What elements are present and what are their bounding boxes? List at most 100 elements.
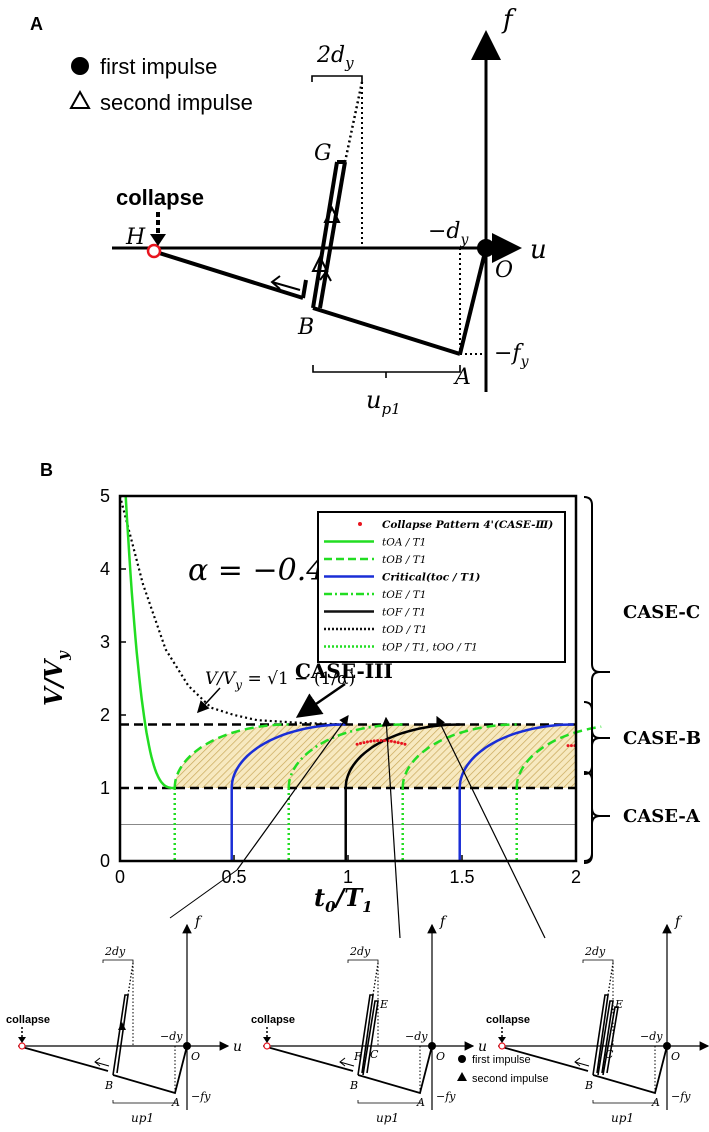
inset-unload-loop (597, 1000, 614, 1076)
legend-box (317, 511, 566, 663)
collapse-pattern-dot (362, 741, 366, 745)
inset-collapse-label: collapse (486, 1014, 530, 1026)
x-axis-label: t0/T1 (314, 883, 373, 916)
inset-unload-loop (112, 994, 129, 1076)
inset-neg-fy-label: −fy (671, 1090, 691, 1103)
collapse-pattern-dot (569, 744, 573, 748)
unloading-branch-bg (311, 161, 339, 309)
inset-direction-arrow (574, 1057, 590, 1067)
series-tob-arc-2 (401, 723, 517, 789)
collapse-pattern-dot (369, 739, 373, 743)
inset-2dy-bracket (102, 959, 134, 963)
collapse-pattern-dot (359, 741, 362, 745)
inset-collapse-head (263, 1037, 271, 1043)
pointer-left (236, 715, 349, 871)
inset-bh-path (501, 1046, 589, 1072)
inset-unload-loop (357, 994, 374, 1076)
label-up1: up1 (366, 386, 401, 418)
inset-2dy-label: 2dy (104, 945, 126, 958)
inset-dotted-extension (607, 962, 614, 996)
collapse-pattern-dot (403, 742, 407, 746)
y-tick-label: 2 (100, 705, 110, 725)
inset-oab-path (112, 1045, 188, 1095)
legend-label-0: Collapse Pattern 4'(CASE-Ⅲ) (382, 519, 553, 531)
legend-label-5: tOF / T1 (382, 607, 426, 619)
inset-f-point-label: F (353, 1050, 362, 1063)
label-neg-fy: −fy (494, 341, 530, 370)
inset-c-label: C (605, 1048, 614, 1061)
inset-f-label: f (439, 914, 448, 930)
x-tick-label: 2 (571, 867, 581, 887)
label-a: A (453, 365, 471, 390)
inset-f-label: f (194, 914, 203, 930)
collapse-pattern-dot (383, 739, 386, 743)
case-c-label: CASE-C (623, 602, 700, 623)
inset-b-label: B (349, 1079, 358, 1092)
inset-e-label: E (379, 998, 388, 1011)
label-g: G (314, 141, 332, 166)
origin-label: O (495, 258, 513, 283)
inset-collapse-head (498, 1037, 506, 1043)
inset-2dy-label: 2dy (584, 945, 606, 958)
label-h: H (125, 225, 146, 250)
inset-collapse-point (498, 1042, 506, 1050)
y-tick-label: 4 (100, 559, 110, 579)
legend-label-3: Critical(toc / T1) (382, 572, 480, 584)
y-tick-label: 1 (100, 778, 110, 798)
panel-a: A first impulse second impulse f u O (30, 5, 547, 418)
inset-o-label: O (436, 1050, 445, 1063)
second-impulse-point-lower (311, 254, 329, 272)
inset-collapse-point (18, 1042, 26, 1050)
inset-unload-loop (592, 994, 609, 1076)
inset-collapse-point (263, 1042, 271, 1050)
collapse-pattern-dot (396, 741, 400, 745)
collapse-pattern-dot (365, 740, 369, 744)
legend-first-impulse: first impulse (100, 54, 217, 79)
inset-legend-second: second impulse (472, 1073, 548, 1085)
inset-neg-dy-label: −dy (160, 1030, 183, 1043)
inset-dotted-extension (127, 962, 134, 996)
series-critical-arc-1 (230, 723, 346, 789)
hatch-fill (174, 724, 576, 788)
collapse-pattern-dot (393, 740, 397, 744)
inset-2dy-label: 2dy (349, 945, 371, 958)
inset-collapse-label: collapse (251, 1014, 295, 1026)
inset-u-label: u (478, 1039, 487, 1055)
x-tick-label: 0.5 (221, 867, 246, 887)
inset-up1-bracket (592, 1100, 656, 1104)
elastic-branch-oa (458, 247, 488, 355)
inset-neg-fy-label: −fy (436, 1090, 456, 1103)
inset-up1-label: up1 (376, 1111, 399, 1125)
case-braces: CASE-C CASE-B CASE-A (583, 496, 701, 864)
collapse-pattern-dot (400, 741, 404, 745)
y-tick-label: 0 (100, 851, 110, 871)
inset-first-impulse-marker (458, 1055, 466, 1063)
f-axis-label: f (501, 5, 517, 35)
label-b: B (297, 315, 314, 340)
inset-up1-label: up1 (611, 1111, 634, 1125)
legend-swatch-collapse (358, 522, 362, 526)
plastic-branch-bh (155, 250, 304, 300)
inset-u-label: u (233, 1039, 242, 1055)
inset-2dy-bracket (582, 959, 614, 963)
inset-up1-bracket (112, 1100, 176, 1104)
inset-legend: first impulse second impulse (457, 1054, 548, 1085)
x-tick-label: 0 (115, 867, 125, 887)
x-tick-label: 1 (343, 867, 353, 887)
collapse-pattern-dot (355, 742, 359, 746)
inset-second-impulse-marker (457, 1072, 467, 1081)
inset-b-label: B (104, 1079, 113, 1092)
legend-label-7: tOP / T1, tOO / T1 (382, 642, 478, 654)
pointer-middle (381, 716, 401, 939)
collapse-pattern-dot (372, 739, 376, 743)
y-tick-label: 3 (100, 632, 110, 652)
case-iii-arrow (295, 682, 346, 718)
inset-second-impulse (118, 1022, 126, 1030)
legend-second-impulse: second impulse (100, 90, 253, 115)
